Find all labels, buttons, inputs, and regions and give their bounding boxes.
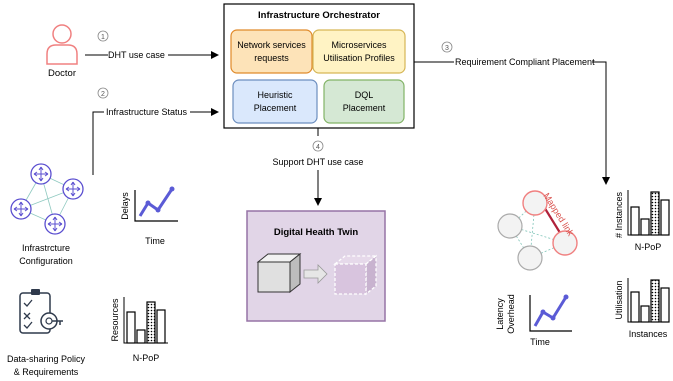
router-icon [30,163,52,185]
module-label-line2: Placement [343,103,386,113]
module-heuristic-placement: Heuristic Placement [232,79,318,124]
policy-label-line1: Data-sharing Policy [7,354,86,364]
infrastructure-configuration: Infrastrcture Configuration [10,163,84,266]
module-network-services: Network services requests [230,29,313,74]
instances-ylabel: # Instances [614,191,624,238]
trend-line [533,296,568,327]
instances-xlabel: N-PoP [635,242,662,252]
chart-axes [529,295,572,332]
step-2-number: 2 [101,91,105,98]
step-2-badge [97,87,109,99]
module-microservices-profiles: Microservices Utilisation Profiles [312,29,406,74]
mapped-network-graph: Mapped link [497,190,578,271]
doctor-label: Doctor [48,68,76,79]
latency-ylabel-line2: Overhead [506,294,516,334]
resources-xlabel: N-PoP [133,353,160,363]
chart-bars [126,301,166,344]
step-2-flow: 2 Infrastructure Status [92,87,219,175]
latency-ylabel-line1: Latency [495,298,505,330]
step-1-badge [97,30,109,42]
graph-node [517,245,543,271]
person-icon [46,24,78,65]
infra-config-label-line1: Infrastrcture [22,243,70,253]
trend-points [145,186,175,213]
doctor-actor: Doctor [46,24,78,79]
orchestrator-title: Infrastructure Orchestrator [258,10,380,21]
digital-health-twin: Digital Health Twin [246,210,386,322]
graph-node-mapped [552,230,578,256]
step-1-flow: 1 DHT use case [85,30,219,60]
virtual-cube-icon [333,254,378,296]
instances-chart: # Instances N-PoP [614,190,670,252]
step-3-arrow [592,61,610,185]
policy-label-line2: & Requirements [14,367,79,377]
step-3-badge [441,41,453,53]
delays-ylabel: Delays [120,192,130,220]
chart-bars [630,191,670,236]
trend-points [540,294,569,321]
infrastructure-orchestrator: Infrastructure Orchestrator Network serv… [223,3,415,129]
delays-chart: Delays Time [120,186,178,246]
step-4-number: 4 [316,144,320,151]
step-1-number: 1 [101,34,105,41]
latency-xlabel: Time [530,337,550,347]
step-4-label: Support DHT use case [273,157,364,167]
data-sharing-policy: Data-sharing Policy & Requirements [7,289,86,377]
module-label-line1: DQL [355,90,374,100]
delays-xlabel: Time [145,236,165,246]
module-label-line2: Utilisation Profiles [323,53,395,63]
module-label-line1: Network services [237,40,306,50]
step-1-label: DHT use case [108,50,165,60]
step-3-number: 3 [445,45,449,52]
module-label-line1: Heuristic [257,90,293,100]
step-3-label: Requirement Compliant Placement [455,57,595,67]
module-dql-placement: DQL Placement [323,79,405,124]
chart-bars [630,279,670,323]
module-label-line2: Placement [254,103,297,113]
module-label-line2: requests [254,53,289,63]
utilisation-xlabel: Instances [629,329,668,339]
step-4-flow: 4 Support DHT use case [273,128,364,206]
chart-axes [134,190,178,222]
infra-config-label-line2: Configuration [19,256,73,266]
router-icon [44,213,66,235]
graph-node-mapped [522,190,548,216]
step-3-flow: 3 Requirement Compliant Placement [414,41,610,185]
graph-node [497,213,523,239]
arrow-right-icon [303,264,328,284]
twin-title: Digital Health Twin [274,227,358,238]
module-label-line1: Microservices [331,40,387,50]
step-2-connector [92,111,104,175]
step-2-label: Infrastructure Status [106,107,188,117]
policy-checklist-icon [19,289,63,334]
resources-chart: Resources N-PoP [110,297,168,363]
utilisation-chart: Utilisation Instances [614,278,670,339]
utilisation-ylabel: Utilisation [614,280,624,319]
latency-chart: Latency Overhead Time [495,294,572,347]
step-4-badge [312,140,324,152]
router-icon [10,198,32,220]
resources-ylabel: Resources [110,298,120,342]
router-icon [62,178,84,200]
physical-cube-icon [256,252,302,294]
trend-line [138,188,174,217]
